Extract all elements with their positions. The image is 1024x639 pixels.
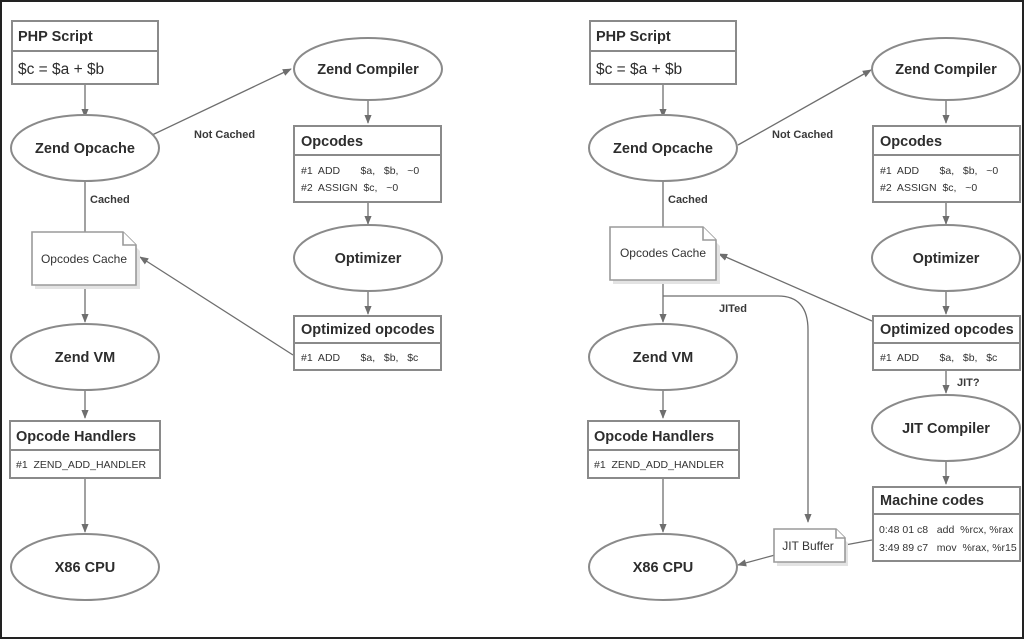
php-script-code: $c = $a + $b: [18, 61, 104, 78]
r-opcodes-cache-label: Opcodes Cache: [620, 246, 706, 260]
optimized-opcodes-box: Optimized opcodes #1 ADD $a, $b, $c: [293, 315, 442, 371]
r-optimizer-label: Optimizer: [913, 251, 980, 267]
r-opcodes-line-2: #2 ASSIGN $c, ~0: [880, 182, 977, 194]
opcodes-line-1: #1 ADD $a, $b, ~0: [301, 165, 419, 177]
r-zend-opcache-label: Zend Opcache: [613, 141, 713, 157]
optimizer-label: Optimizer: [335, 251, 402, 267]
r-machine-codes-title: Machine codes: [880, 493, 984, 509]
x86-cpu-label: X86 CPU: [55, 560, 115, 576]
edge-r-buffer-to-cpu: [737, 554, 776, 567]
r-optimized-opcodes-title: Optimized opcodes: [880, 322, 1014, 338]
opcodes-line-2: #2 ASSIGN $c, ~0: [301, 182, 398, 194]
zend-compiler-node: Zend Compiler: [293, 37, 443, 101]
r-opcodes-box: Opcodes #1 ADD $a, $b, ~0 #2 ASSIGN $c, …: [872, 125, 1021, 203]
x86-cpu-node: X86 CPU: [10, 533, 160, 601]
r-jit-buffer-doc: JIT Buffer: [773, 528, 848, 566]
edge-r-opcache-to-compiler: [737, 69, 872, 146]
r-not-cached-label: Not Cached: [772, 129, 833, 141]
r-jited-label: JITed: [719, 303, 747, 315]
edge-r-optimized-to-cache: [718, 253, 873, 322]
r-x86-cpu-label: X86 CPU: [633, 560, 693, 576]
zend-compiler-label: Zend Compiler: [317, 62, 419, 78]
php-script-box: PHP Script $c = $a + $b: [11, 20, 159, 85]
optimized-opcodes-line-1: #1 ADD $a, $b, $c: [301, 352, 418, 364]
r-opcode-handlers-line-1: #1 ZEND_ADD_HANDLER: [594, 459, 725, 471]
zend-opcache-node: Zend Opcache: [10, 114, 160, 182]
opcode-handlers-box: Opcode Handlers #1 ZEND_ADD_HANDLER: [9, 420, 161, 479]
r-zend-vm-node: Zend VM: [588, 323, 738, 391]
zend-vm-label: Zend VM: [55, 350, 115, 366]
not-cached-label: Not Cached: [194, 129, 255, 141]
r-machine-codes-line-2: 3:49 89 c7 mov %rax, %r15: [879, 542, 1017, 554]
edge-r-cache-to-jit-buffer: [663, 295, 812, 523]
edge-r-machine-to-buffer: [844, 539, 873, 546]
opcodes-cache-label: Opcodes Cache: [41, 252, 127, 266]
r-php-script-box: PHP Script $c = $a + $b: [589, 20, 737, 85]
r-machine-codes-line-1: 0:48 01 c8 add %rcx, %rax: [879, 524, 1014, 536]
r-cached-label: Cached: [668, 194, 708, 206]
left-diagram: PHP Script $c = $a + $b Zend Opcache Zen…: [9, 20, 443, 601]
r-jit-compiler-label: JIT Compiler: [902, 421, 990, 437]
r-opcodes-line-1: #1 ADD $a, $b, ~0: [880, 165, 998, 177]
php-script-title: PHP Script: [18, 29, 93, 45]
r-optimizer-node: Optimizer: [871, 224, 1021, 292]
edge-optimized-to-cache: [139, 256, 294, 356]
r-jit-buffer-label: JIT Buffer: [782, 539, 834, 553]
opcodes-cache-doc: Opcodes Cache: [31, 231, 140, 289]
right-diagram: PHP Script $c = $a + $b Zend Opcache Zen…: [587, 20, 1021, 601]
r-jit-compiler-node: JIT Compiler: [871, 394, 1021, 462]
zend-opcache-label: Zend Opcache: [35, 141, 135, 157]
cached-label: Cached: [90, 194, 130, 206]
opcodes-box: Opcodes #1 ADD $a, $b, ~0 #2 ASSIGN $c, …: [293, 125, 442, 203]
r-jit-question-label: JIT?: [957, 377, 980, 389]
r-machine-codes-box: Machine codes 0:48 01 c8 add %rcx, %rax …: [872, 486, 1021, 562]
r-opcode-handlers-title: Opcode Handlers: [594, 429, 714, 445]
r-zend-compiler-label: Zend Compiler: [895, 62, 997, 78]
r-x86-cpu-node: X86 CPU: [588, 533, 738, 601]
r-optimized-opcodes-box: Optimized opcodes #1 ADD $a, $b, $c: [872, 315, 1021, 371]
opcode-handlers-title: Opcode Handlers: [16, 429, 136, 445]
opcodes-title: Opcodes: [301, 134, 363, 150]
r-php-script-code: $c = $a + $b: [596, 61, 682, 78]
opcode-handlers-line-1: #1 ZEND_ADD_HANDLER: [16, 459, 147, 471]
r-zend-compiler-node: Zend Compiler: [871, 37, 1021, 101]
r-php-script-title: PHP Script: [596, 29, 671, 45]
optimizer-node: Optimizer: [293, 224, 443, 292]
r-opcodes-title: Opcodes: [880, 134, 942, 150]
optimized-opcodes-title: Optimized opcodes: [301, 322, 435, 338]
r-optimized-opcodes-line-1: #1 ADD $a, $b, $c: [880, 352, 997, 364]
edge-opcache-to-compiler: [149, 68, 292, 137]
r-zend-opcache-node: Zend Opcache: [588, 114, 738, 182]
zend-vm-node: Zend VM: [10, 323, 160, 391]
r-opcode-handlers-box: Opcode Handlers #1 ZEND_ADD_HANDLER: [587, 420, 740, 479]
r-opcodes-cache-doc: Opcodes Cache: [609, 226, 720, 284]
r-zend-vm-label: Zend VM: [633, 350, 693, 366]
